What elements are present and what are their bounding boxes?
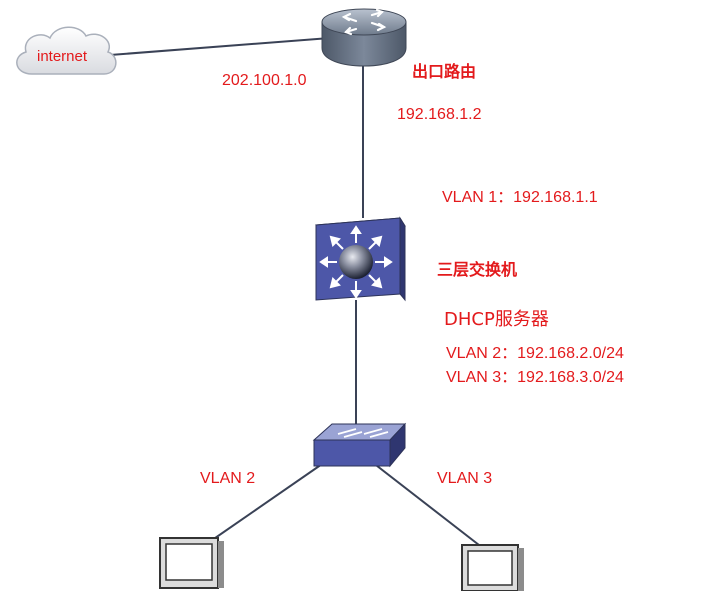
access-vlan2-label: VLAN 2 <box>200 470 256 487</box>
router-icon <box>321 8 407 67</box>
access-vlan3-label: VLAN 3 <box>437 470 493 487</box>
internet-cloud-icon <box>16 26 117 75</box>
access-switch-icon <box>312 422 407 468</box>
link-access-pc-right <box>371 461 489 553</box>
layer3-switch-icon <box>315 216 406 302</box>
dhcp-server-label: DHCP服务器 <box>444 309 549 330</box>
router-wan-ip: 202.100.1.0 <box>222 72 307 89</box>
router-name: 出口路由 <box>412 62 477 81</box>
pc-right-icon <box>461 544 524 591</box>
core-vlan1-ip: VLAN 1：192.168.1.1 <box>442 189 598 206</box>
core-switch-name: 三层交换机 <box>437 260 518 279</box>
link-access-pc-left <box>204 461 326 546</box>
core-vlan2-subnet: VLAN 2：192.168.2.0/24 <box>446 345 624 362</box>
link-internet-router <box>109 37 331 56</box>
core-vlan3-subnet: VLAN 3：192.168.3.0/24 <box>446 369 624 386</box>
internet-label: internet <box>37 48 88 65</box>
pc-left-icon <box>159 537 224 589</box>
router-lan-ip: 192.168.1.2 <box>397 106 482 123</box>
